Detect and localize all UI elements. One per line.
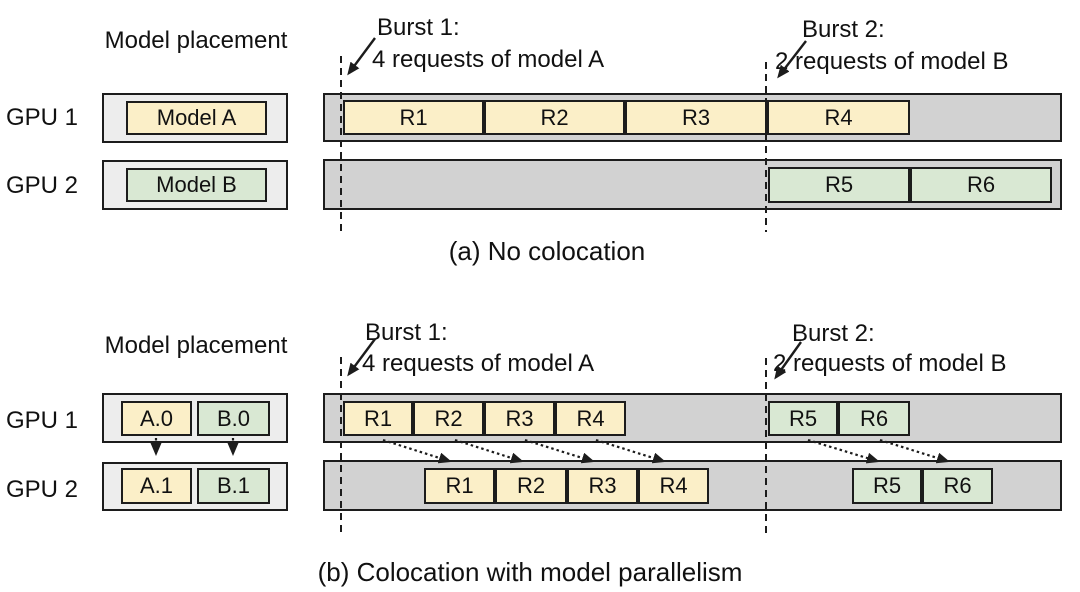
panel-b-shard-a1-box: A.1 [121, 468, 192, 504]
request-block: R6 [910, 167, 1052, 203]
panel-b-gpu1-label: GPU 1 [6, 407, 79, 434]
panel-b-caption: (b) Colocation with model parallelism [317, 557, 743, 587]
request-block: R5 [768, 167, 910, 203]
request-block: R5 [768, 401, 838, 436]
panel-b-burst2-title: Burst 2: [792, 320, 875, 347]
panel-a-gpu2-label: GPU 2 [6, 172, 79, 199]
panel-b-placement-title: Model placement [104, 332, 288, 359]
pipeline-arrow-r3-icon [524, 438, 595, 464]
request-block: R2 [484, 100, 625, 135]
panel-b-burst1-title: Burst 1: [365, 319, 448, 346]
request-block: R1 [343, 401, 413, 436]
panel-b-burst1-desc: 4 requests of model A [362, 350, 595, 377]
request-block: R6 [922, 468, 993, 504]
request-block: R2 [495, 468, 567, 504]
request-block: R4 [767, 100, 910, 135]
pipeline-arrow-r1-icon [382, 438, 452, 464]
panel-a-gpu1-label: GPU 1 [6, 104, 79, 131]
pipeline-arrow-r5-icon [807, 438, 880, 464]
panel-a-burst2-desc: 2 requests of model B [775, 48, 1009, 75]
request-block: R3 [567, 468, 638, 504]
panel-b-shard-b0-box: B.0 [197, 401, 270, 436]
panel-a-model-b-box: Model B [126, 168, 267, 202]
pipeline-arrow-r2-icon [454, 438, 524, 464]
panel-a-burst1-desc: 4 requests of model A [372, 46, 605, 73]
request-block: R3 [625, 100, 767, 135]
panel-b-burst2-desc: 2 requests of model B [773, 350, 1007, 377]
panel-b-shard-a0-box: A.0 [121, 401, 192, 436]
request-block: R4 [638, 468, 709, 504]
request-block: R4 [555, 401, 626, 436]
panel-a-placement-title: Model placement [104, 27, 288, 54]
pipeline-arrow-r4-icon [595, 438, 666, 464]
request-block: R5 [852, 468, 922, 504]
panel-b-shard-b1-box: B.1 [197, 468, 270, 504]
request-block: R3 [484, 401, 555, 436]
request-block: R6 [838, 401, 910, 436]
request-block: R2 [413, 401, 484, 436]
panel-a-model-a-box: Model A [126, 101, 267, 135]
panel-b-gpu2-label: GPU 2 [6, 476, 79, 503]
panel-a-caption: (a) No colocation [448, 236, 646, 266]
panel-a-burst2-title: Burst 2: [802, 16, 885, 43]
request-block: R1 [343, 100, 484, 135]
request-block: R1 [424, 468, 495, 504]
panel-a-burst1-title: Burst 1: [377, 14, 460, 41]
pipeline-arrow-r6-icon [879, 438, 950, 464]
